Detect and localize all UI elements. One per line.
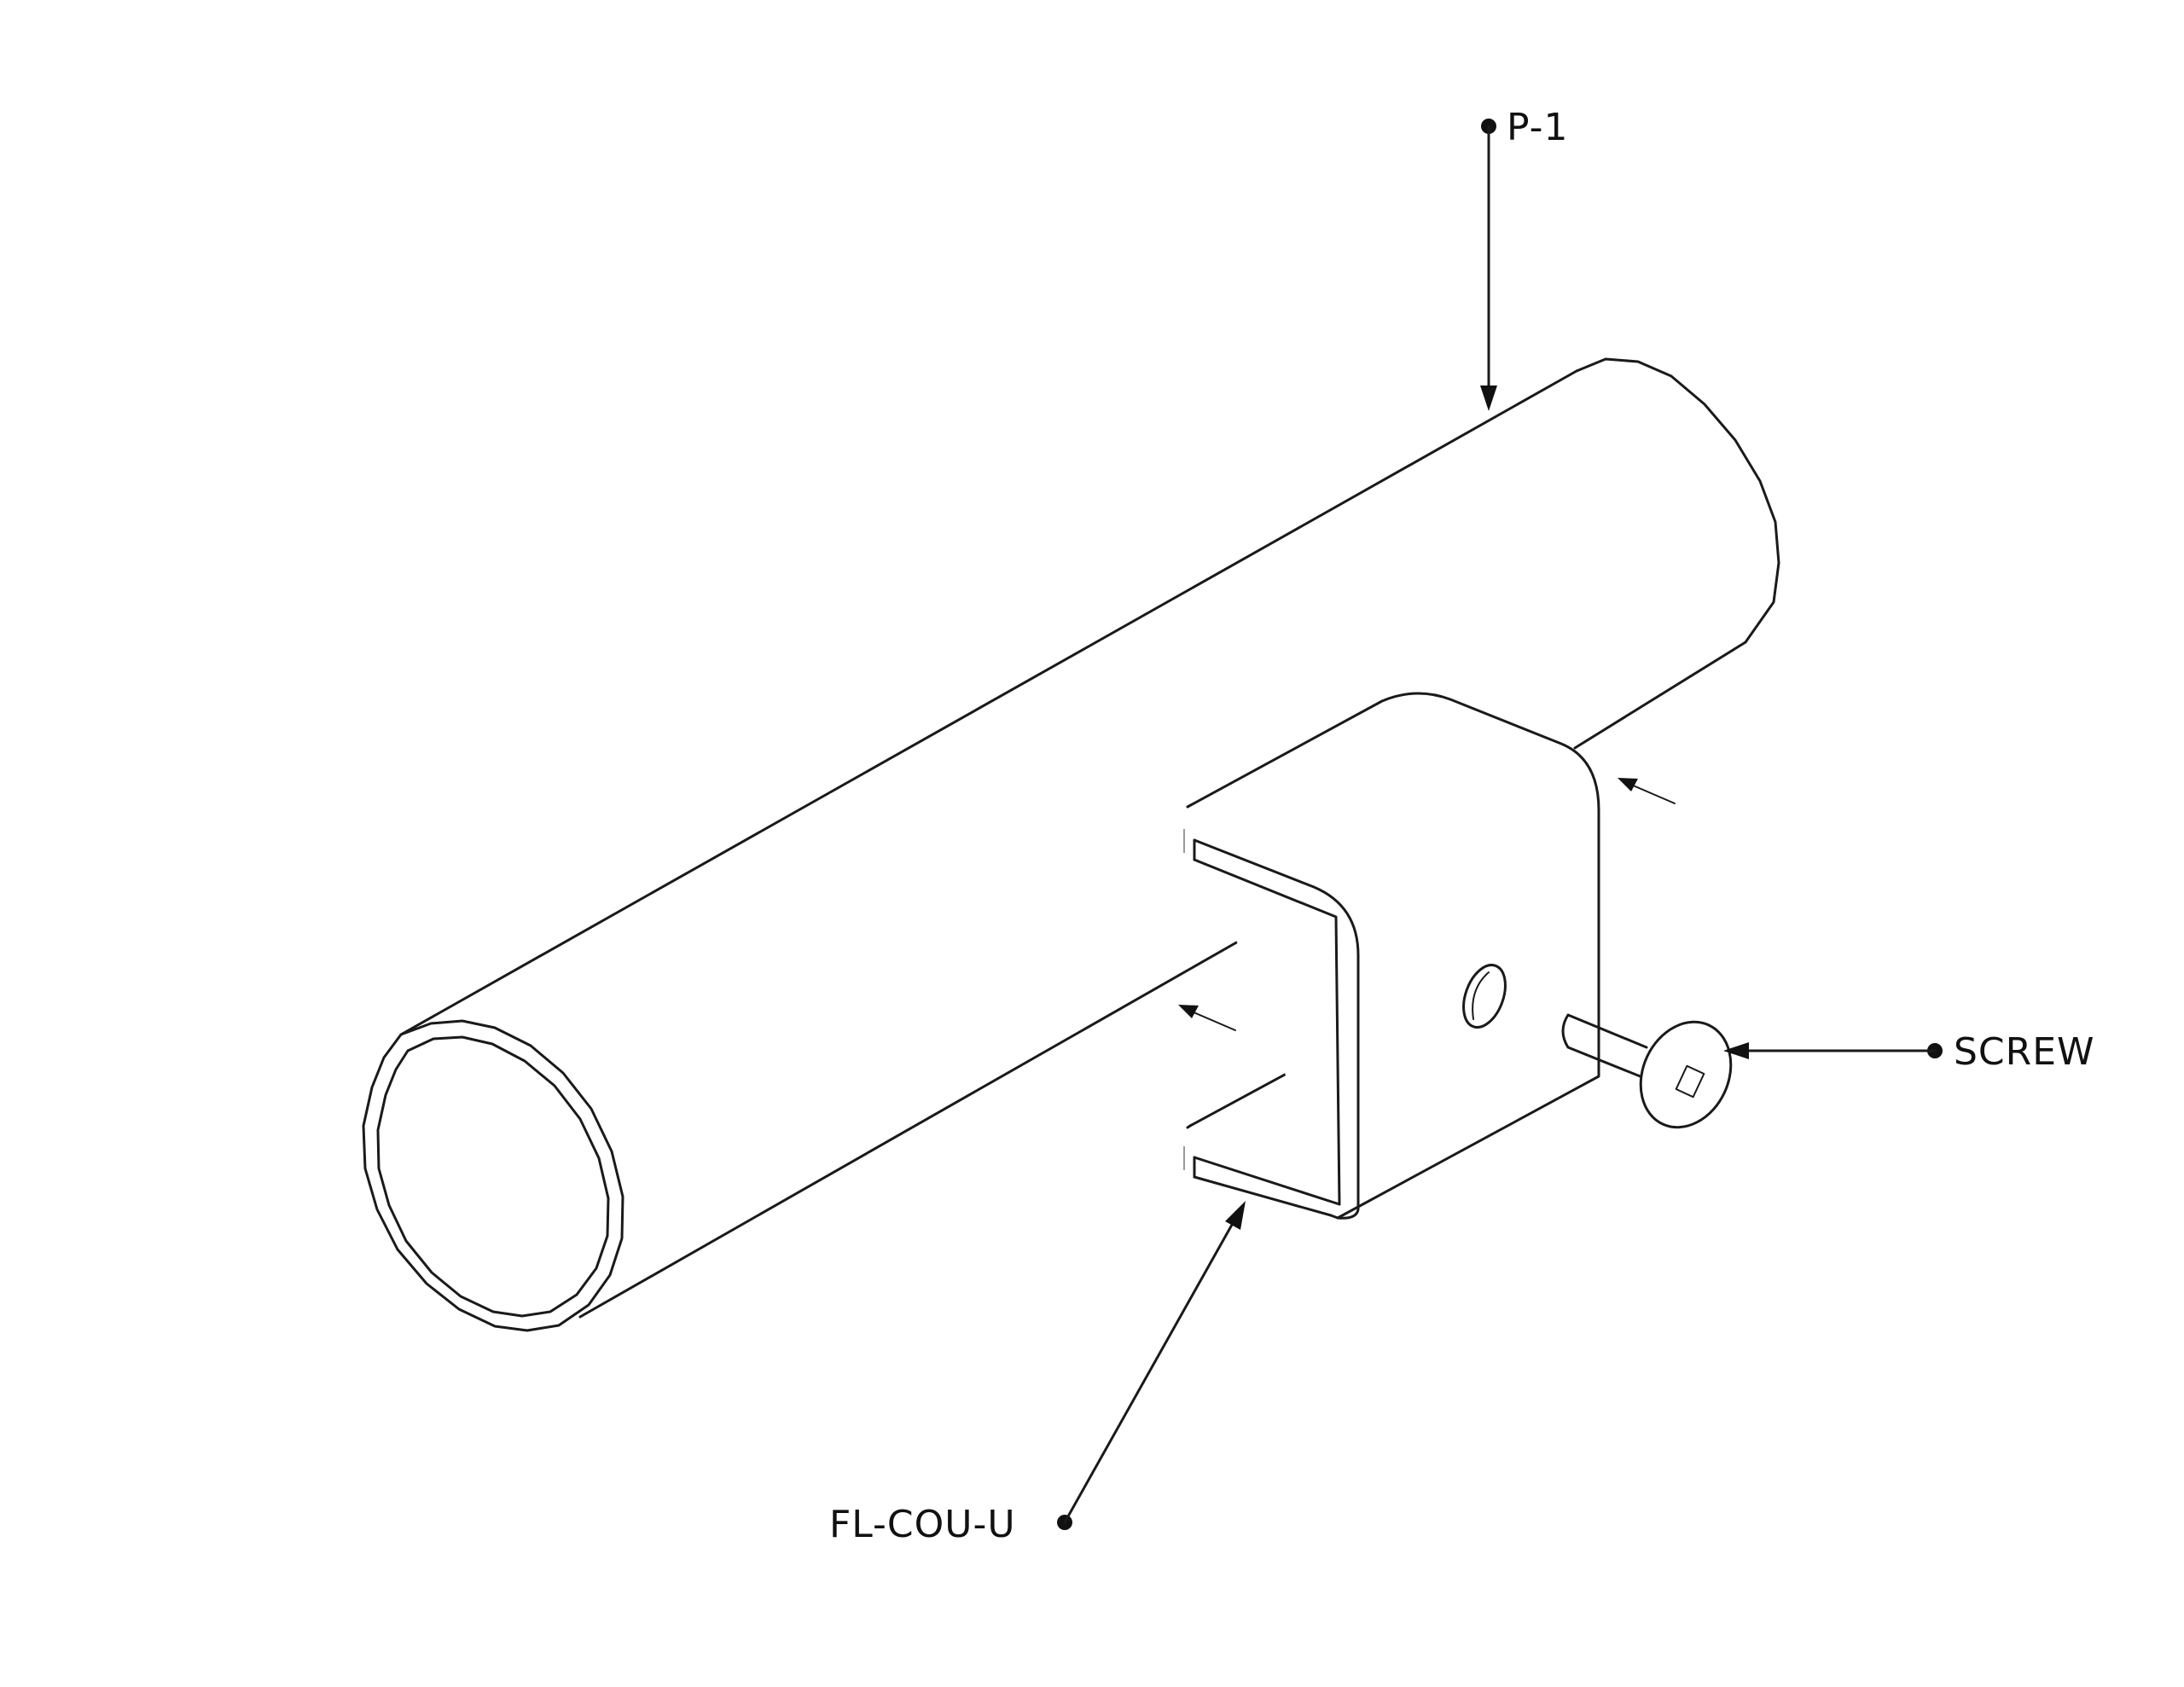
screw xyxy=(1561,1013,1733,1129)
callout-bracket-label: FL-COU-U xyxy=(829,1503,1016,1546)
callout-p1: P-1 xyxy=(1480,106,1568,411)
callout-bracket-arrowhead xyxy=(1225,1201,1246,1230)
screw-drive-icon xyxy=(1675,1064,1705,1099)
callout-screw-label: SCREW xyxy=(1954,1030,2095,1074)
bracket-top-flange-inner xyxy=(1193,858,1341,1206)
callout-p1-arrowhead xyxy=(1480,386,1497,411)
direction-arrows xyxy=(1178,778,1676,1031)
direction-arrow-left-line xyxy=(1191,1011,1236,1031)
direction-arrow-right-line xyxy=(1630,784,1676,804)
direction-arrow-right-head xyxy=(1618,778,1638,791)
bracket-top-flange xyxy=(1193,838,1360,1220)
callout-bracket-leader xyxy=(1063,1223,1234,1524)
u-bracket xyxy=(1183,692,1600,1220)
callout-screw-arrowhead xyxy=(1723,1042,1749,1059)
bracket-back-plate xyxy=(1186,692,1600,1220)
direction-arrow-left-head xyxy=(1178,1005,1199,1018)
callout-p1-label: P-1 xyxy=(1507,106,1568,149)
pipe-bottom-edge-left xyxy=(578,908,1295,1319)
bracket-bottom-flange xyxy=(1193,1156,1341,1217)
bracket-hole-inner xyxy=(1472,971,1490,1020)
bracket-hole xyxy=(1462,964,1507,1029)
pipe xyxy=(362,357,1780,1332)
pipe-bottom-edge-right xyxy=(1573,641,1747,750)
screw-head xyxy=(1639,1020,1733,1129)
bracket-lower-edge xyxy=(1186,1124,1192,1129)
screw-shank xyxy=(1561,1013,1648,1081)
pipe-near-end-outer xyxy=(362,1019,624,1332)
callout-screw: SCREW xyxy=(1723,1030,2095,1074)
pipe-top-edge xyxy=(399,369,1578,1036)
pipe-near-end-inner xyxy=(376,1035,610,1318)
callout-bracket: FL-COU-U xyxy=(829,1201,1246,1546)
pipe-far-end xyxy=(1575,357,1780,644)
